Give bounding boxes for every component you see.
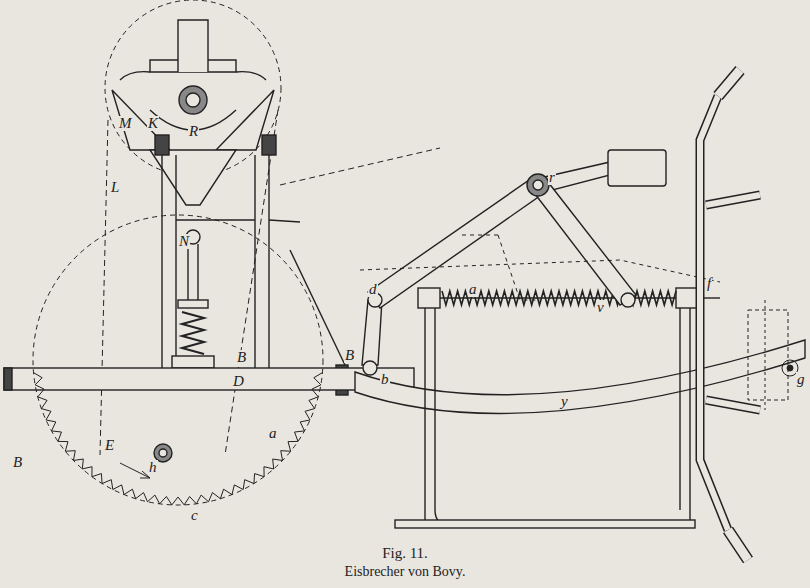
part-letter: a [268,426,278,441]
part-letter: h [148,460,158,475]
main-beam [4,368,414,390]
part-letter: r [548,170,556,185]
part-letter: g [796,372,806,387]
part-letter: B [236,350,247,365]
lever-bar [355,340,805,413]
belt-line [100,120,108,455]
stand [395,288,700,528]
part-letter: N [178,234,190,249]
part-letter: D [232,374,245,389]
linkage [360,150,720,375]
column-frame [155,135,348,395]
part-letter: B [344,348,355,363]
part-letter: d [368,282,378,297]
part-letter: f [706,276,712,291]
figure-caption: Eisbrecher von Bovy. [345,564,466,580]
part-letter: K [147,116,159,131]
part-letter: E [104,438,115,453]
part-letter: a [468,282,478,297]
spring-rod [440,291,720,305]
part-letter: v [596,300,605,315]
part-letter: y [560,394,569,409]
part-letter: B [12,455,23,470]
hand-wheel [700,70,760,560]
part-letter: b [380,372,390,387]
part-letter: M [118,116,133,131]
pulley-yoke [112,20,274,205]
bearing-detail [748,300,798,410]
figure-number: Fig. 11. [382,545,428,562]
circular-saw [33,215,323,505]
belt-line [225,110,278,455]
part-letter: L [110,180,120,195]
part-letter: R [188,124,199,139]
belt-line [280,148,440,185]
part-letter: c [190,508,199,523]
